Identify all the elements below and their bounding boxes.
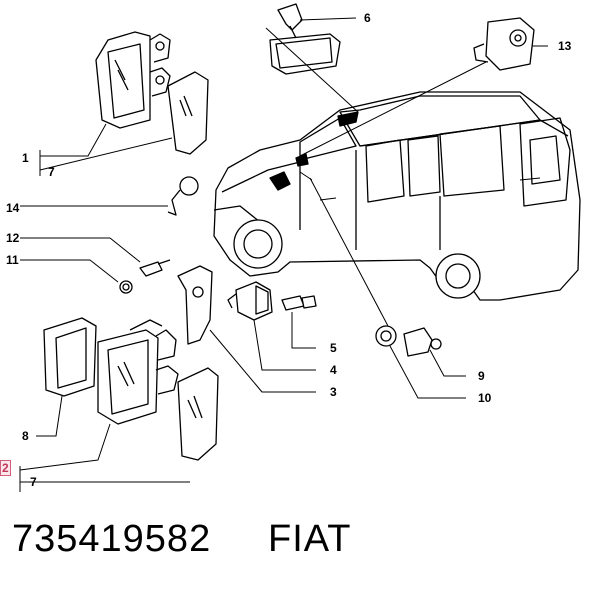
callout-2-highlighted: 2 <box>2 461 9 475</box>
mirror-control-switch <box>473 17 535 71</box>
grommet <box>375 325 397 347</box>
callout-7-upper: 7 <box>48 165 55 179</box>
van-body <box>213 91 581 301</box>
clip-bracket <box>167 176 199 216</box>
mirror-glass-upper <box>167 71 209 155</box>
callout-labels: 1 7 14 12 11 6 13 5 4 3 9 10 8 7 <box>6 11 572 489</box>
mirror-assembly-lower <box>97 319 179 425</box>
callout-11: 11 <box>6 253 19 267</box>
screw-and-nut <box>119 259 171 294</box>
callout-1: 1 <box>22 151 29 165</box>
callout-4: 4 <box>330 363 337 377</box>
part-number: 735419582 <box>12 518 212 560</box>
callout-12: 12 <box>6 231 20 245</box>
mirror-cover <box>177 265 213 345</box>
mirror-assembly-upper <box>95 31 171 129</box>
mirror-cap <box>43 317 97 397</box>
callout-9: 9 <box>478 369 485 383</box>
callout-8: 8 <box>22 429 29 443</box>
callout-5: 5 <box>330 341 337 355</box>
mirror-glass-lower <box>177 367 219 461</box>
callout-6: 6 <box>364 11 371 25</box>
highlighted-callout-box <box>0 460 11 476</box>
mounting-block <box>227 281 273 321</box>
screw <box>281 295 317 311</box>
callout-3: 3 <box>330 385 337 399</box>
leader-lines <box>19 17 548 492</box>
callout-13: 13 <box>558 39 572 53</box>
callout-14: 14 <box>6 201 20 215</box>
callout-7-lower: 7 <box>30 475 37 489</box>
callout-10: 10 <box>478 391 492 405</box>
interior-mirror <box>269 3 341 75</box>
connector <box>403 327 442 357</box>
brand-name: FIAT <box>268 518 352 560</box>
